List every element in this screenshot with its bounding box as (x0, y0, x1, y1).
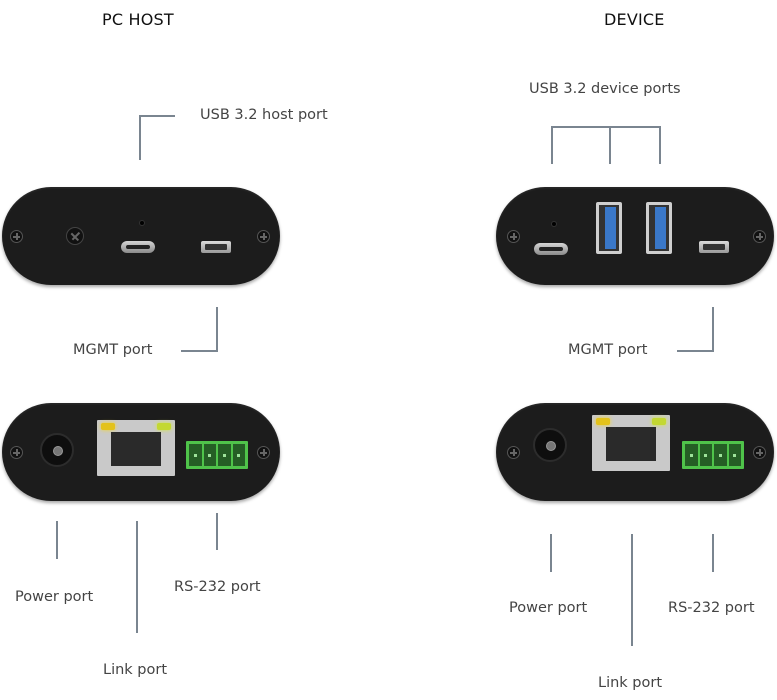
device-rs232-leader (712, 534, 714, 572)
device-usb-leader-v1 (551, 126, 553, 164)
rs232-terminal-block (186, 441, 248, 469)
pc-host-title: PC HOST (102, 10, 174, 29)
device-front-panel (496, 187, 774, 285)
indicator-hole (139, 220, 145, 226)
indicator-hole (551, 221, 557, 227)
device-rs232-label: RS-232 port (668, 600, 755, 616)
usb-a-device-port-1 (596, 202, 622, 254)
host-rs232-leader (216, 513, 218, 550)
host-usb-leader-h (139, 115, 175, 117)
ground-screw-icon (66, 227, 84, 245)
screw-icon (507, 446, 520, 459)
host-power-label: Power port (15, 589, 94, 605)
screw-icon (753, 446, 766, 459)
link-rj45-port (97, 420, 175, 476)
host-link-label: Link port (103, 662, 168, 678)
device-usb-leader-v2 (609, 126, 611, 164)
screw-icon (10, 446, 23, 459)
device-rear-panel (496, 403, 774, 501)
device-mgmt-label: MGMT port (568, 342, 648, 358)
host-mgmt-leader-v (216, 307, 218, 352)
link-led-green (652, 418, 666, 425)
device-link-leader (631, 534, 633, 646)
device-power-label: Power port (509, 600, 588, 616)
screw-icon (10, 230, 23, 243)
link-led-amber (101, 423, 115, 430)
host-rs232-label: RS-232 port (174, 579, 261, 595)
device-power-leader (550, 534, 552, 572)
device-usb-leader-h (551, 126, 661, 128)
host-link-leader (136, 521, 138, 633)
link-led-green (157, 423, 171, 430)
device-link-label: Link port (598, 675, 663, 691)
host-usb-label: USB 3.2 host port (200, 107, 328, 123)
host-power-leader (56, 521, 58, 559)
device-mgmt-leader-v (712, 307, 714, 352)
device-usb-leader-v3 (659, 126, 661, 164)
rs232-terminal-block (682, 441, 744, 469)
host-mgmt-leader-h (181, 350, 218, 352)
link-rj45-port (592, 415, 670, 471)
screw-icon (753, 230, 766, 243)
power-jack (533, 428, 567, 462)
usb-a-device-port-2 (646, 202, 672, 254)
host-mgmt-label: MGMT port (73, 342, 153, 358)
host-front-panel (2, 187, 280, 285)
usb-c-host-port (121, 241, 155, 253)
host-usb-leader-v (139, 115, 141, 160)
power-jack (40, 433, 74, 467)
mgmt-mini-usb-port (201, 241, 231, 253)
mgmt-mini-usb-port (699, 241, 729, 253)
device-usb-label: USB 3.2 device ports (529, 81, 681, 97)
screw-icon (257, 446, 270, 459)
usb-c-device-port (534, 243, 568, 255)
host-rear-panel (2, 403, 280, 501)
screw-icon (507, 230, 520, 243)
screw-icon (257, 230, 270, 243)
device-mgmt-leader-h (677, 350, 714, 352)
device-title: DEVICE (604, 10, 665, 29)
link-led-amber (596, 418, 610, 425)
